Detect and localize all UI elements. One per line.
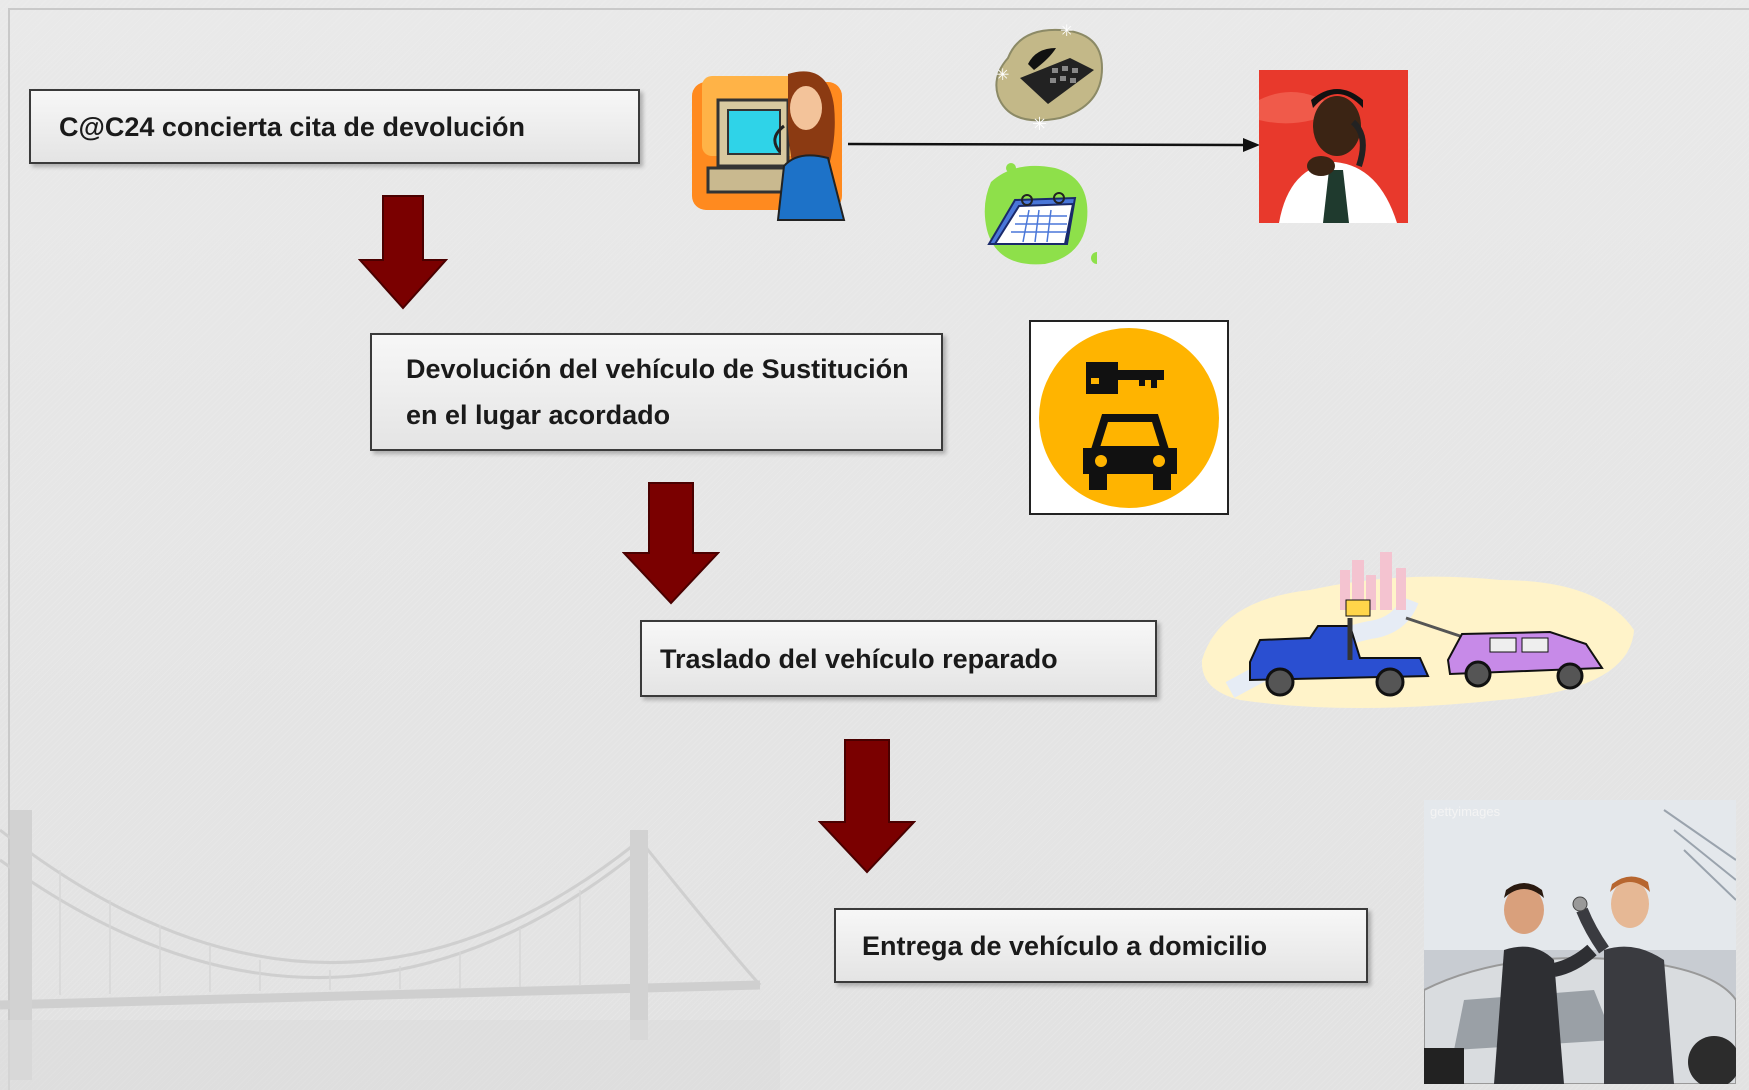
down-arrow-1	[358, 195, 448, 310]
customer-on-phone-icon	[1259, 70, 1408, 223]
call-center-operator-icon	[692, 71, 846, 221]
step-1-label: C@C24 concierta cita de devolución	[59, 111, 525, 142]
slide-frame	[8, 8, 1749, 1090]
down-arrow-3	[818, 739, 916, 874]
photo-watermark: gettyimages	[1430, 804, 1501, 819]
calendar-icon	[984, 163, 1097, 265]
step-3-label: Traslado del vehículo reparado	[660, 643, 1058, 674]
step-4-label: Entrega de vehículo a domicilio	[862, 930, 1268, 961]
step-2-label: Devolución del vehículo de Sustitución e…	[406, 354, 909, 430]
step-4-box: Entrega de vehículo a domicilio	[834, 908, 1368, 983]
key-handover-photo: gettyimages	[1424, 800, 1736, 1084]
step-1-box: C@C24 concierta cita de devolución	[29, 89, 640, 164]
key-and-car-sign-icon	[1039, 328, 1219, 508]
svg-text:✳: ✳	[996, 65, 1009, 84]
down-arrow-2	[622, 482, 720, 605]
step-2-box: Devolución del vehículo de Sustitución e…	[370, 333, 943, 451]
tow-truck-illustration	[1201, 552, 1634, 708]
svg-text:✳: ✳	[1060, 21, 1073, 40]
key-and-car-sign-frame	[1029, 320, 1229, 515]
connector-arrow	[848, 138, 1260, 152]
desk-phone-icon: ✳ ✳ ✳	[995, 21, 1104, 134]
svg-text:✳: ✳	[1032, 114, 1047, 134]
step-3-box: Traslado del vehículo reparado	[640, 620, 1157, 697]
bridge-watermark	[0, 810, 780, 1090]
